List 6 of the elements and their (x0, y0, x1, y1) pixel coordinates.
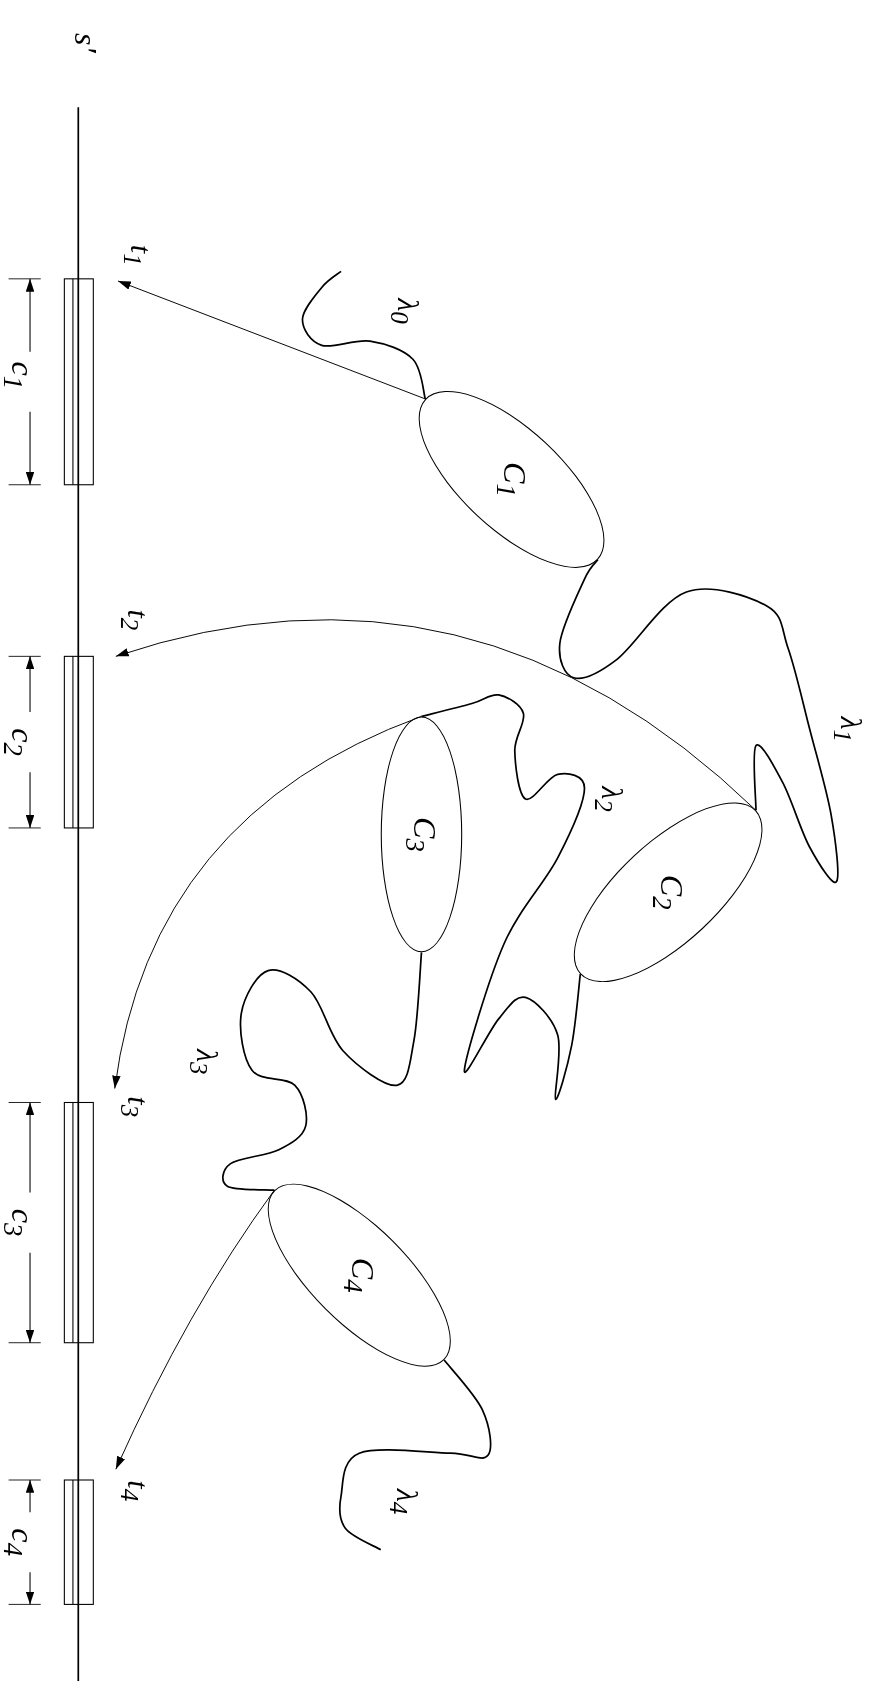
curve (222, 951, 423, 1192)
math-label: s′ (69, 33, 102, 53)
curve (338, 1359, 492, 1551)
curve (558, 559, 839, 884)
curve (301, 270, 427, 400)
curve (420, 693, 586, 1101)
